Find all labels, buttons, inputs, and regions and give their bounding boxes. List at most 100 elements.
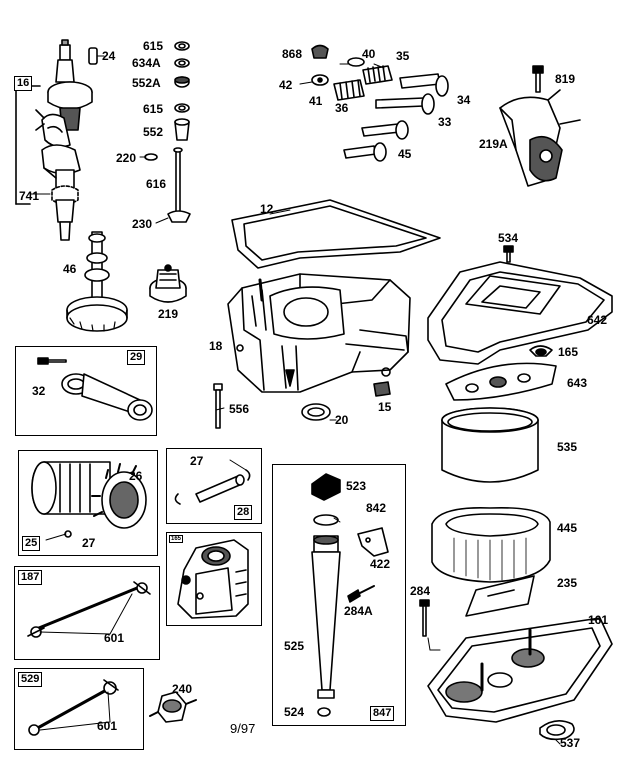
screw-534-drawing [503, 245, 514, 263]
box-847-frame [272, 464, 406, 726]
label-741: 741 [19, 189, 40, 203]
label-615b: 615 [143, 102, 164, 116]
air-cleaner-base-drawing [427, 617, 613, 723]
label-819: 819 [555, 72, 576, 86]
label-634A: 634A [132, 56, 161, 70]
label-219: 219 [158, 307, 179, 321]
label-42: 42 [279, 78, 293, 92]
label-24: 24 [102, 49, 116, 63]
label-552A: 552A [132, 76, 161, 90]
label-284: 284 [410, 584, 431, 598]
crankshaft-drawing [35, 39, 93, 241]
tag-529: 529 [18, 672, 43, 687]
label-643: 643 [567, 376, 588, 390]
label-525: 525 [284, 639, 305, 653]
label-284A: 284A [344, 604, 373, 618]
label-34: 34 [457, 93, 471, 107]
label-41: 41 [309, 94, 323, 108]
label-27b: 27 [190, 454, 204, 468]
label-35: 35 [396, 49, 410, 63]
bracket-422-drawing [357, 527, 389, 557]
label-524: 524 [284, 705, 305, 719]
connecting-rod-drawing [37, 357, 153, 421]
carburetor-drawing [177, 539, 249, 619]
box-529-frame [14, 668, 144, 750]
gasket-drawing [231, 199, 441, 269]
label-12: 12 [260, 202, 274, 216]
box-carburetor-frame [166, 532, 262, 626]
screw-284A-drawing [347, 585, 375, 603]
label-552: 552 [143, 125, 164, 139]
cylinder-sleeve-drawing [31, 461, 147, 538]
dipstick-tube-drawing [311, 473, 341, 717]
label-535: 535 [557, 440, 578, 454]
label-230: 230 [132, 217, 153, 231]
tag-28: 28 [234, 505, 253, 520]
label-15: 15 [378, 400, 392, 414]
oil-seal-drawing [301, 403, 331, 421]
wing-nut-drawing [529, 345, 553, 357]
label-601b: 601 [97, 719, 118, 733]
leader-lines [29, 55, 597, 745]
valve-train-drawing [311, 44, 449, 162]
label-32: 32 [32, 384, 46, 398]
tag-16: 16 [14, 76, 33, 91]
tag-29: 29 [127, 350, 146, 365]
air-cleaner-cover-drawing [427, 261, 613, 365]
gasket-537-drawing [539, 720, 575, 741]
precleaner-drawing [441, 407, 539, 483]
label-36: 36 [335, 101, 349, 115]
piston-pin-drawing [174, 469, 251, 505]
label-534: 534 [498, 231, 519, 245]
label-556: 556 [229, 402, 250, 416]
tag-165-small: 165 [169, 535, 184, 543]
crankcase-drawing [227, 273, 411, 393]
box-28-frame [166, 448, 262, 524]
air-filter-cartridge-drawing [431, 506, 551, 583]
plug-15-drawing [373, 381, 391, 397]
bolt-819-drawing [532, 65, 544, 93]
label-235: 235 [557, 576, 578, 590]
label-523: 523 [346, 479, 367, 493]
box-25-frame [18, 450, 158, 556]
retainer-plate-drawing [445, 362, 557, 401]
tag-187: 187 [18, 570, 43, 585]
governor-bracket-drawing [499, 89, 581, 187]
box-29-frame [15, 346, 157, 436]
baffle-drawing [465, 575, 535, 617]
label-868: 868 [282, 47, 303, 61]
linkage-rod-529-drawing [28, 679, 119, 736]
governor-drawing [149, 264, 187, 303]
label-537: 537 [560, 736, 581, 750]
label-219A: 219A [479, 137, 508, 151]
camshaft-drawing [66, 231, 128, 332]
label-422: 422 [370, 557, 391, 571]
label-601a: 601 [104, 631, 125, 645]
tag-25: 25 [22, 536, 41, 551]
label-27a: 27 [82, 536, 96, 550]
screw-556-drawing [213, 383, 223, 429]
label-26: 26 [129, 469, 143, 483]
label-45: 45 [398, 147, 412, 161]
label-445: 445 [557, 521, 578, 535]
label-40: 40 [362, 47, 376, 61]
label-46: 46 [63, 262, 77, 276]
fuel-filter-drawing [149, 691, 197, 723]
label-240: 240 [172, 682, 193, 696]
label-33: 33 [438, 115, 452, 129]
label-20: 20 [335, 413, 349, 427]
label-161: 161 [588, 613, 609, 627]
label-642: 642 [587, 313, 608, 327]
label-616: 616 [146, 177, 167, 191]
box-187-frame [14, 566, 160, 660]
label-842: 842 [366, 501, 387, 515]
revision-date: 9/97 [230, 721, 256, 736]
label-18: 18 [209, 339, 223, 353]
label-165: 165 [558, 345, 579, 359]
label-615a: 615 [143, 39, 164, 53]
small-parts-column [88, 41, 191, 223]
screw-284-drawing [419, 599, 430, 637]
label-220: 220 [116, 151, 137, 165]
